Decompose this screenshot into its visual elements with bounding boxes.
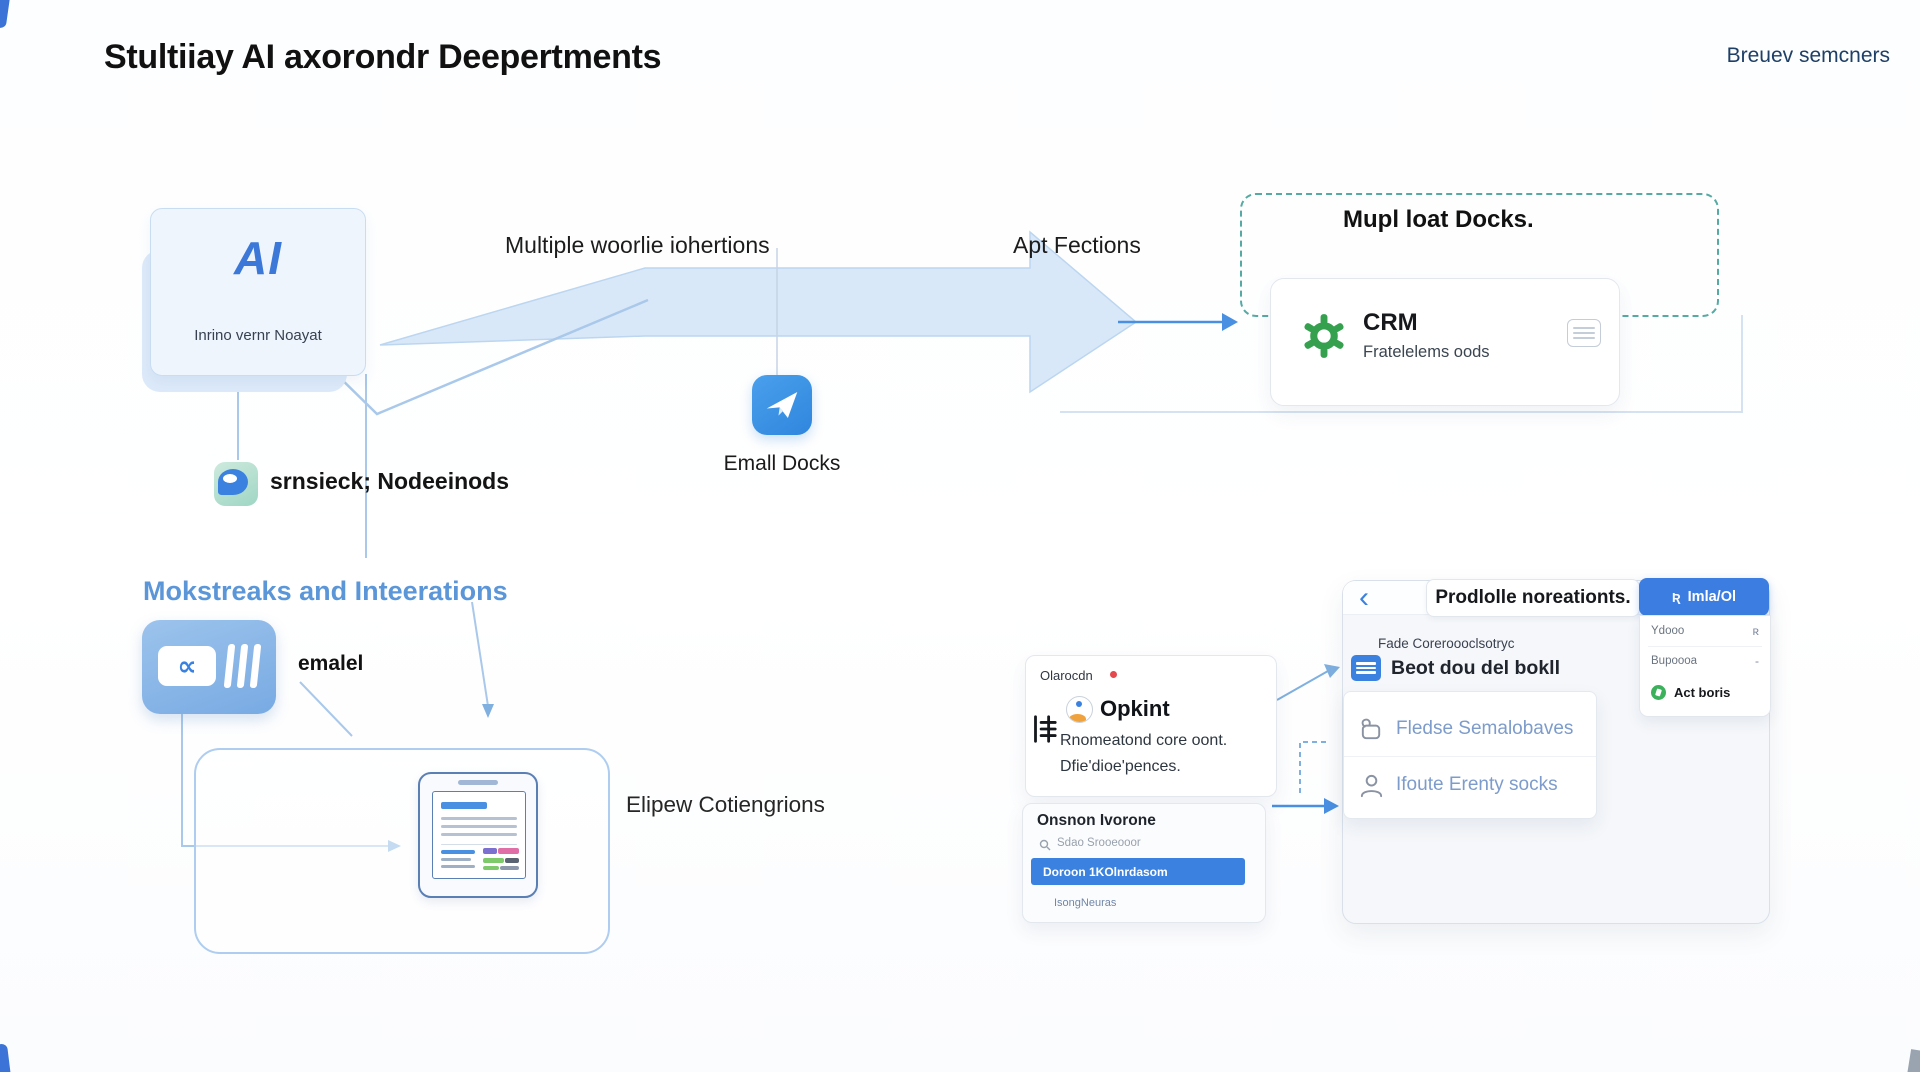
panel-row-source[interactable]: Fade Coreroooclsotryc <box>1378 636 1515 651</box>
mini-row-1-label: Ydooo <box>1651 625 1685 637</box>
submenu-item-1[interactable]: Fledse Semalobaves <box>1396 718 1574 739</box>
email-app-label: Emall Docks <box>723 452 841 475</box>
picker-item-row[interactable]: IsongNeuras <box>1054 897 1117 909</box>
opkint-card: Olarocdn Opkint Rnomeatond core oont. Df… <box>1025 655 1277 797</box>
panel-action-button[interactable]: Ʀ Imla/Ol <box>1639 578 1769 616</box>
picker-selected-row[interactable]: Doroon 1KOlnrdasom <box>1031 858 1245 885</box>
crm-title: CRM <box>1363 309 1418 336</box>
document-illustration <box>418 772 538 898</box>
mini-divider <box>1648 646 1762 647</box>
corner-accent-bottom-left <box>0 1043 12 1072</box>
chat-bubble-icon <box>214 462 258 506</box>
picker-card: Onsnon Ivorone Sdao Srooeooor Doroon 1KO… <box>1022 803 1266 923</box>
docks-group-title: Mupl loat Docks. <box>1343 206 1534 233</box>
section-heading: Mokstreaks and Inteerations <box>143 576 508 606</box>
email-node: ∝ <box>142 620 276 714</box>
panel-mini-card: Ydooo ʀ Bupoooa - Act boris <box>1639 615 1771 717</box>
flow-label-apt: Apt Fections <box>1013 232 1141 258</box>
picker-header: Onsnon Ivorone <box>1037 812 1156 829</box>
header-link[interactable]: Breuev semcners <box>1726 44 1890 67</box>
email-node-bars <box>223 644 236 688</box>
email-node-bar <box>249 644 262 688</box>
block-row-icon <box>1351 655 1381 681</box>
search-icon <box>1039 838 1051 851</box>
hanzi-glyph-icon <box>1028 712 1058 746</box>
ai-node: AI Inrino vernr Noayat <box>150 208 366 376</box>
mini-row-3-label: Act boris <box>1674 684 1731 700</box>
crm-subtitle: Fratelelems oods <box>1363 343 1490 361</box>
panel-submenu: Fledse Semalobaves Ifoute Erenty socks <box>1343 691 1597 819</box>
submenu-item-2[interactable]: Ifoute Erenty socks <box>1396 774 1558 795</box>
panel-title: Prodlolle noreationts. <box>1426 579 1640 617</box>
corner-accent-bottom-right <box>1907 1049 1920 1072</box>
flow-label-multiple: Multiple woorlie iohertions <box>505 232 770 258</box>
mini-row-1[interactable]: Ydooo ʀ <box>1640 616 1770 646</box>
opkint-tag: Olarocdn <box>1040 668 1093 683</box>
picker-selected-label: Doroon 1KOlnrdasom <box>1043 864 1168 879</box>
email-node-glyph: ∝ <box>158 646 216 686</box>
mini-row-3[interactable]: Act boris <box>1640 675 1770 709</box>
status-dot-icon <box>1110 671 1117 678</box>
mini-row-1-icon: ʀ <box>1752 624 1760 638</box>
person-icon <box>1358 772 1385 799</box>
back-chevron-icon[interactable]: ‹ <box>1359 581 1369 614</box>
panel-action-label: Imla/Ol <box>1687 589 1737 605</box>
ai-logo: AI <box>234 232 282 284</box>
page-title: Stultiiay AI axorondr Deepertments <box>104 38 662 76</box>
crm-gear-icon <box>1301 313 1347 359</box>
panel-row-block[interactable]: Beot dou del bokll <box>1391 657 1560 679</box>
mini-row-2-label: Bupoooa <box>1651 655 1698 667</box>
chat-label: srnsieck; Nodeeinods <box>270 468 510 494</box>
submenu-divider <box>1344 756 1596 757</box>
email-node-bar <box>236 644 249 688</box>
email-node-label: emalel <box>298 652 364 675</box>
ai-node-caption: Inrino vernr Noayat <box>194 327 322 344</box>
actions-green-icon <box>1651 684 1666 700</box>
mini-row-2-value: - <box>1755 654 1759 668</box>
opkint-avatar-icon <box>1066 696 1093 723</box>
builder-panel: ‹ Prodlolle noreationts. Ʀ Imla/Ol Fade … <box>1342 578 1771 924</box>
panel-title-text: Prodlolle noreationts. <box>1435 587 1631 608</box>
mini-row-2[interactable]: Bupoooa - <box>1640 647 1770 675</box>
document-container <box>194 748 610 954</box>
bag-icon <box>1358 716 1385 743</box>
crm-menu-icon <box>1567 319 1601 347</box>
document-label: Elipew Cotiengrions <box>626 792 825 817</box>
panel-action-icon: Ʀ <box>1671 589 1681 605</box>
email-app-icon <box>752 375 812 435</box>
picker-search-input[interactable]: Sdao Srooeooor <box>1057 837 1141 849</box>
corner-accent-top-left <box>0 0 11 29</box>
opkint-line2: Dfie'dioe'pences. <box>1060 758 1181 775</box>
crm-card: CRM Fratelelems oods <box>1270 278 1620 406</box>
opkint-title: Opkint <box>1100 696 1170 721</box>
opkint-line1: Rnomeatond core oont. <box>1060 732 1228 749</box>
